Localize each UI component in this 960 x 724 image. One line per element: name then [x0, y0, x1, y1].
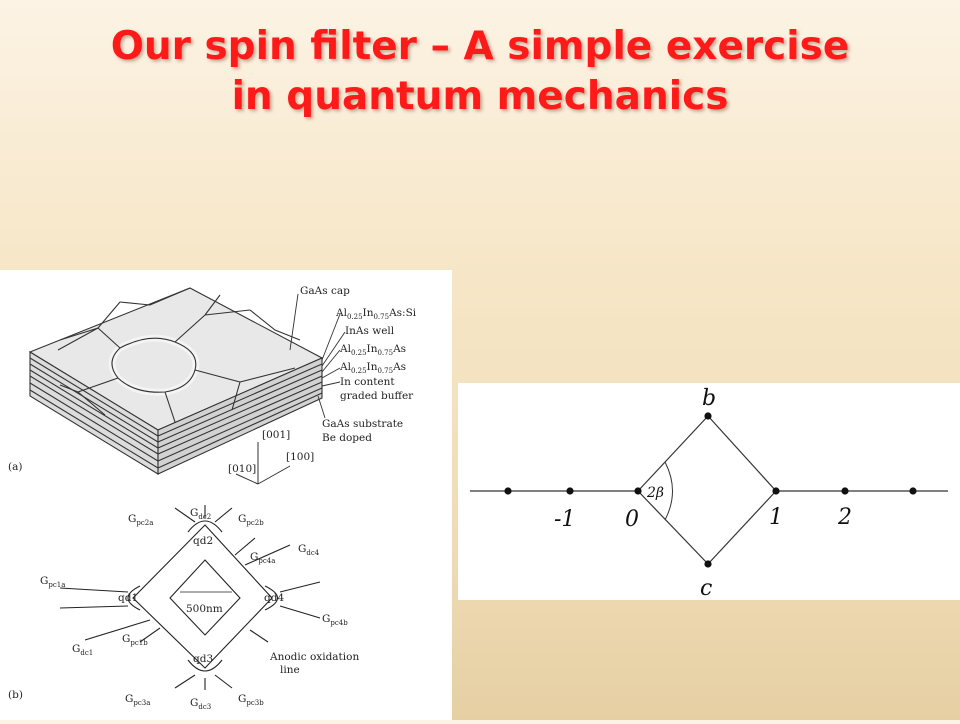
gate-pc3b: Gpc3b: [238, 693, 264, 707]
panel-b-label: (b): [8, 689, 23, 701]
bond-0-b: [637, 415, 709, 492]
heterostructure-drawing: [28, 287, 324, 475]
chain-bonds: [470, 415, 948, 565]
qd1-label: qd1: [118, 592, 138, 604]
device-figure-panel: GaAs cap Al0.25In0.75As:Si InAs well Al0…: [0, 270, 452, 720]
bond-b-1: [707, 415, 777, 492]
layer-leader-lines: [289, 293, 346, 419]
gate-layout-drawing: [59, 505, 321, 690]
site-one: [772, 487, 780, 495]
gate-pc3a: Gpc3a: [125, 693, 150, 707]
gate-dc3: Gdc3: [190, 697, 211, 711]
panel-a-label: (a): [8, 461, 22, 473]
label-minus-one: -1: [554, 507, 575, 532]
label-b: b: [702, 386, 716, 411]
axis-100-label: [100]: [286, 451, 314, 463]
label-one: 1: [769, 505, 783, 530]
device-figure-svg: GaAs cap Al0.25In0.75As:Si InAs well Al0…: [8, 285, 417, 711]
size-label: 500nm: [186, 603, 223, 615]
label-two: 2: [837, 505, 852, 530]
gate-pc2b: Gpc2b: [238, 513, 264, 527]
gate-pc1a: Gpc1a: [40, 575, 65, 589]
site-minus-one: [566, 487, 574, 495]
layer-gaas-cap: GaAs cap: [300, 285, 350, 297]
layer-alinas-lower: Al0.25In0.75As: [339, 361, 406, 375]
gate-pc1b: Gpc1b: [122, 633, 148, 647]
label-zero: 0: [625, 507, 639, 532]
angle-arc: [664, 461, 673, 521]
tight-binding-figure-panel: -1 0 1 2 b c 2β: [458, 383, 960, 601]
chain-sites: [504, 412, 917, 568]
site-two: [841, 487, 849, 495]
angle-label: 2β: [646, 485, 664, 501]
label-c: c: [700, 576, 712, 600]
gate-dc2: Gdc2: [190, 507, 211, 521]
axis-001-label: [001]: [262, 429, 290, 441]
layer-graded-buffer: graded buffer: [340, 390, 414, 402]
layer-in-content: In content: [340, 376, 395, 388]
title-line-2: in quantum mechanics: [231, 74, 729, 119]
layer-alinas-upper: Al0.25In0.75As: [339, 343, 406, 357]
site-b: [704, 412, 712, 420]
qd3-label: qd3: [193, 653, 213, 665]
tight-binding-svg: -1 0 1 2 b c 2β: [470, 386, 948, 601]
gate-dc4: Gdc4: [298, 543, 320, 557]
title-line-1: Our spin filter – A simple exercise: [110, 24, 850, 69]
site-zero: [634, 487, 642, 495]
qd2-label: qd2: [193, 535, 213, 547]
site-minus-two: [504, 487, 512, 495]
oxidation-label-line2: line: [280, 664, 300, 676]
gate-pc4b: Gpc4b: [322, 613, 348, 627]
slide-title: Our spin filter – A simple exercise in q…: [0, 22, 960, 122]
site-three: [909, 487, 917, 495]
bond-0-c: [637, 490, 709, 565]
oxidation-label-line1: Anodic oxidation: [269, 651, 359, 663]
gate-dc1: Gdc1: [72, 643, 93, 657]
layer-be-doped: Be doped: [322, 432, 372, 444]
gate-pc2a: Gpc2a: [128, 513, 153, 527]
qd4-label: qd4: [264, 592, 284, 604]
layer-gaas-substrate: GaAs substrate: [322, 418, 403, 430]
site-c: [704, 560, 712, 568]
bond-c-1: [707, 490, 777, 565]
axis-010-label: [010]: [228, 463, 256, 475]
layer-inas-well: InAs well: [345, 325, 395, 337]
crystal-axes: [235, 442, 291, 485]
gate-pc4a: Gpc4a: [250, 551, 275, 565]
layer-alinas-si: Al0.25In0.75As:Si: [335, 307, 417, 321]
